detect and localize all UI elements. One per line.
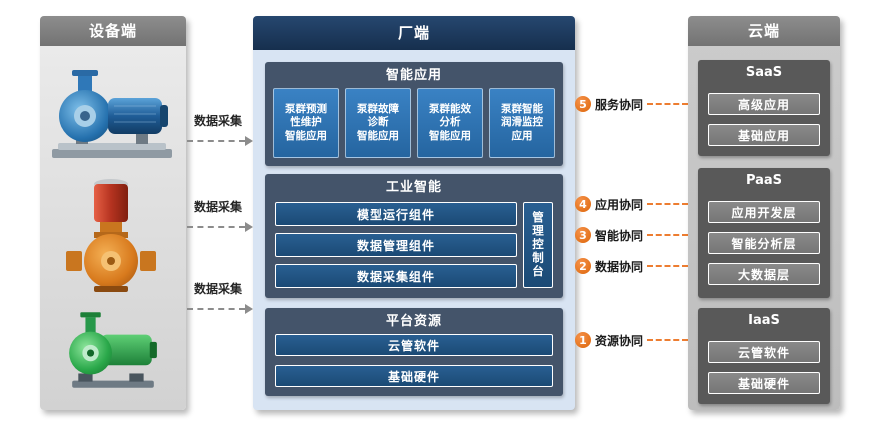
collab-dashed-line [647,265,688,267]
app-tile-lubrication-monitor: 泵群智能 润滑监控 应用 [489,88,555,158]
data-collect-label-2: 数据采集 [193,200,242,214]
collab-row-service: 5 服务协同 [575,95,688,113]
saas-layer: SaaS 高级应用 基础应用 [698,60,830,156]
paas-big-data-layer: 大数据层 [708,263,820,285]
collab-dashed-line [647,103,688,105]
app-tiles: 泵群预测 性维护 智能应用 泵群故障 诊断 智能应用 泵群能效 分析 智能应用 … [273,88,555,158]
collab-badge-5: 5 [575,96,591,112]
platform-cloud-software: 云管软件 [275,334,553,356]
intelligence-components: 模型运行组件 数据管理组件 数据采集组件 [275,202,517,288]
data-collect-arrow-3 [187,304,253,314]
saas-title: SaaS [745,65,783,80]
platform-resources-items: 云管软件 基础硬件 [275,334,553,387]
iaas-cloud-software: 云管软件 [708,341,820,363]
component-model-runtime: 模型运行组件 [275,202,517,226]
collab-row-resource: 1 资源协同 [575,331,688,349]
orange-pump-icon [66,179,156,292]
collab-badge-1: 1 [575,332,591,348]
industrial-intelligence-section: 工业智能 模型运行组件 数据管理组件 数据采集组件 管理控制台 [265,174,563,298]
cloud-panel-title: 云端 [688,16,840,46]
collab-badge-2: 2 [575,258,591,274]
app-tile-predictive-maintenance: 泵群预测 性维护 智能应用 [273,88,339,158]
green-pump-icon [69,312,157,388]
device-panel: 设备端 [40,16,186,410]
industrial-intelligence-content: 模型运行组件 数据管理组件 数据采集组件 管理控制台 [275,202,553,288]
platform-basic-hardware: 基础硬件 [275,365,553,387]
collab-dashed-line [647,203,688,205]
industrial-intelligence-title: 工业智能 [385,180,442,195]
factory-panel-title: 厂端 [253,16,575,50]
paas-app-dev-layer: 应用开发层 [708,201,820,223]
saas-advanced-apps: 高级应用 [708,93,820,115]
paas-intelligent-analysis-layer: 智能分析层 [708,232,820,254]
orange-pump-image [62,174,162,294]
paas-title: PaaS [745,173,783,188]
collab-row-intelligence: 3 智能协同 [575,226,688,244]
component-data-management: 数据管理组件 [275,233,517,257]
collab-dashed-line [647,339,688,341]
iaas-basic-hardware: 基础硬件 [708,372,820,394]
platform-resources-section: 平台资源 云管软件 基础硬件 [265,308,563,396]
component-data-acquisition: 数据采集组件 [275,264,517,288]
platform-resources-title: 平台资源 [385,314,442,329]
paas-layer: PaaS 应用开发层 智能分析层 大数据层 [698,168,830,298]
iaas-layer: IaaS 云管软件 基础硬件 [698,308,830,404]
data-collect-arrow-2 [187,222,253,232]
factory-panel: 厂端 智能应用 泵群预测 性维护 智能应用 泵群故障 诊断 智能应用 泵群能效 … [253,16,575,410]
data-collect-label-3: 数据采集 [193,282,242,296]
device-panel-title: 设备端 [40,16,186,46]
collab-badge-4: 4 [575,196,591,212]
intelligent-apps-title: 智能应用 [385,68,442,83]
collab-badge-3: 3 [575,227,591,243]
data-collect-arrow-1 [187,136,253,146]
management-console: 管理控制台 [523,202,553,288]
saas-basic-apps: 基础应用 [708,124,820,146]
app-tile-energy-analysis: 泵群能效 分析 智能应用 [417,88,483,158]
green-pump-image [64,304,162,398]
collab-row-application: 4 应用协同 [575,195,688,213]
app-tile-fault-diagnosis: 泵群故障 诊断 智能应用 [345,88,411,158]
collab-row-data: 2 数据协同 [575,257,688,275]
iaas-title: IaaS [748,313,780,328]
data-collect-label-1: 数据采集 [193,114,242,128]
blue-pump-image [46,56,180,166]
collab-dashed-line [647,234,688,236]
blue-pump-icon [52,70,172,158]
cloud-panel: 云端 SaaS 高级应用 基础应用 PaaS 应用开发层 智能分析层 大数据层 … [688,16,840,410]
intelligent-apps-section: 智能应用 泵群预测 性维护 智能应用 泵群故障 诊断 智能应用 泵群能效 分析 … [265,62,563,166]
